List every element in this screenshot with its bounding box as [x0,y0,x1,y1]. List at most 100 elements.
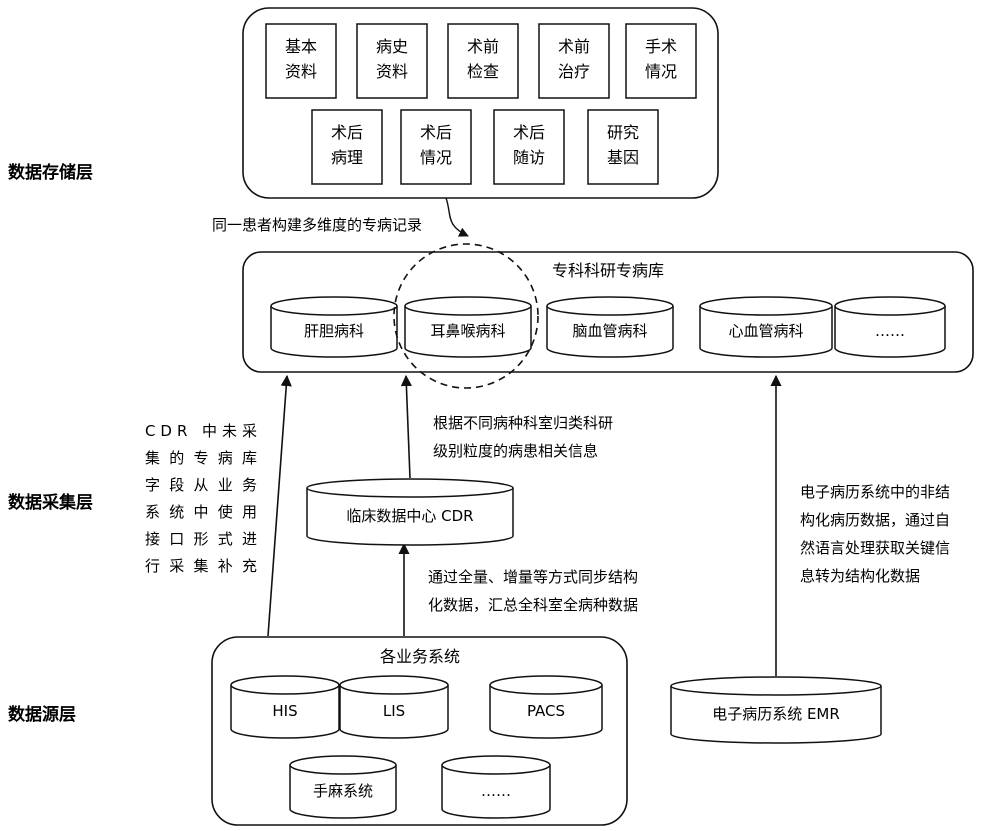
storage-item-label: 术后 [513,123,545,142]
cylinder-body [546,306,674,358]
storage-item-label: 情况 [645,62,677,81]
storage-item-label: 随访 [513,148,545,167]
database-cylinder: 电子病历系统 EMR [670,676,882,744]
cylinder-top [441,755,551,775]
database-label: …… [481,782,511,800]
database-label: 电子病历系统 EMR [712,705,840,723]
storage-item-label: 资料 [376,62,408,81]
note-line: 集的专病库 [145,449,257,467]
cylinder-top [306,478,514,498]
cylinder-body [339,685,449,739]
cylinder-body [289,765,397,819]
specialty-container [242,251,974,373]
cylinder-top [834,296,946,316]
database-cylinder: 手麻系统 [289,755,397,819]
database-label: 肝胆病科 [304,322,364,340]
business-db-group: HIS LIS PACS 手麻系统 …… [230,675,603,819]
storage-item-label: 基因 [607,148,639,167]
storage-item-label: 术后 [331,123,363,142]
storage-item-frame [400,109,472,185]
note-line: 息转为结构化数据 [800,567,920,585]
storage-item-frame [311,109,383,185]
storage-item-label: 检查 [467,62,499,81]
cylinder-body [270,306,398,358]
storage-curved-arrow [445,197,469,237]
note-line: 接口形式进 [145,530,257,548]
database-label: 临床数据中心 CDR [346,507,473,525]
arrow-business-to-specialty [267,374,292,637]
note-line: 构化病历数据，通过自 [800,511,950,529]
database-label: HIS [272,702,297,720]
cdr-database: 临床数据中心 CDR [306,478,514,546]
cylinder-body [489,685,603,739]
database-cylinder: 心血管病科 [699,296,833,358]
cylinder-top [289,755,397,775]
storage-item-frame [447,23,519,99]
note-line: 字段从业务 [145,476,257,494]
storage-container [242,7,719,199]
database-cylinder: PACS [489,675,603,739]
specialty-db-group: 肝胆病科 耳鼻喉病科脑血管病科 心血管病科 …… [270,296,946,358]
storage-item-label: 手术 [645,37,677,56]
cylinder-top [670,676,882,696]
storage-item-label: 情况 [420,148,452,167]
cylinder-top [546,296,674,316]
specialty-title: 专科科研专病库 [552,261,664,280]
database-label: PACS [527,702,565,720]
database-cylinder: 肝胆病科 [270,296,398,358]
storage-item-frame [538,23,610,99]
note-line: CDR 中未采 [145,422,257,440]
layer-label-source: 数据源层 [8,704,76,725]
note-line: 级别粒度的病患相关信息 [433,442,598,460]
note-line: 通过全量、增量等方式同步结构 [428,568,638,586]
cylinder-top [489,675,603,695]
database-cylinder: …… [834,296,946,358]
storage-item-label: 治疗 [558,62,590,81]
note-line: 电子病历系统中的非结 [800,483,950,501]
note-line: 系统中使用 [145,503,257,521]
emr-database: 电子病历系统 EMR [670,676,882,744]
highlight-dashed-circle [393,243,539,389]
storage-item-frame [356,23,428,99]
cylinder-body [230,685,340,739]
cylinder-body [306,488,514,546]
note-line: 然语言处理获取关键信 [800,539,950,557]
cylinder-body [670,686,882,744]
storage-item-frame [625,23,697,99]
storage-item-label: 资料 [285,62,317,81]
database-cylinder: 耳鼻喉病科 [404,296,532,358]
storage-item-label: 术前 [467,37,499,56]
database-cylinder: HIS [230,675,340,739]
database-cylinder: …… [441,755,551,819]
database-cylinder: 脑血管病科 [546,296,674,358]
cylinder-top [339,675,449,695]
cylinder-top [230,675,340,695]
storage-item-label: 研究 [607,123,639,142]
database-label: 手麻系统 [313,782,373,800]
business-container [211,636,628,826]
cylinder-body [441,765,551,819]
storage-item-label: 病理 [331,148,363,167]
business-title: 各业务系统 [380,647,460,666]
database-label: 心血管病科 [728,322,803,340]
database-cylinder: 临床数据中心 CDR [306,478,514,546]
layer-label-storage: 数据存储层 [8,162,93,183]
note-line: 根据不同病种科室归类科研 [433,414,613,432]
storage-note: 同一患者构建多维度的专病记录 [212,216,422,234]
note-line: 化数据，汇总全科室全病种数据 [428,596,638,614]
storage-item-label: 病史 [376,37,408,56]
storage-item-frame [493,109,565,185]
database-label: LIS [383,702,405,720]
